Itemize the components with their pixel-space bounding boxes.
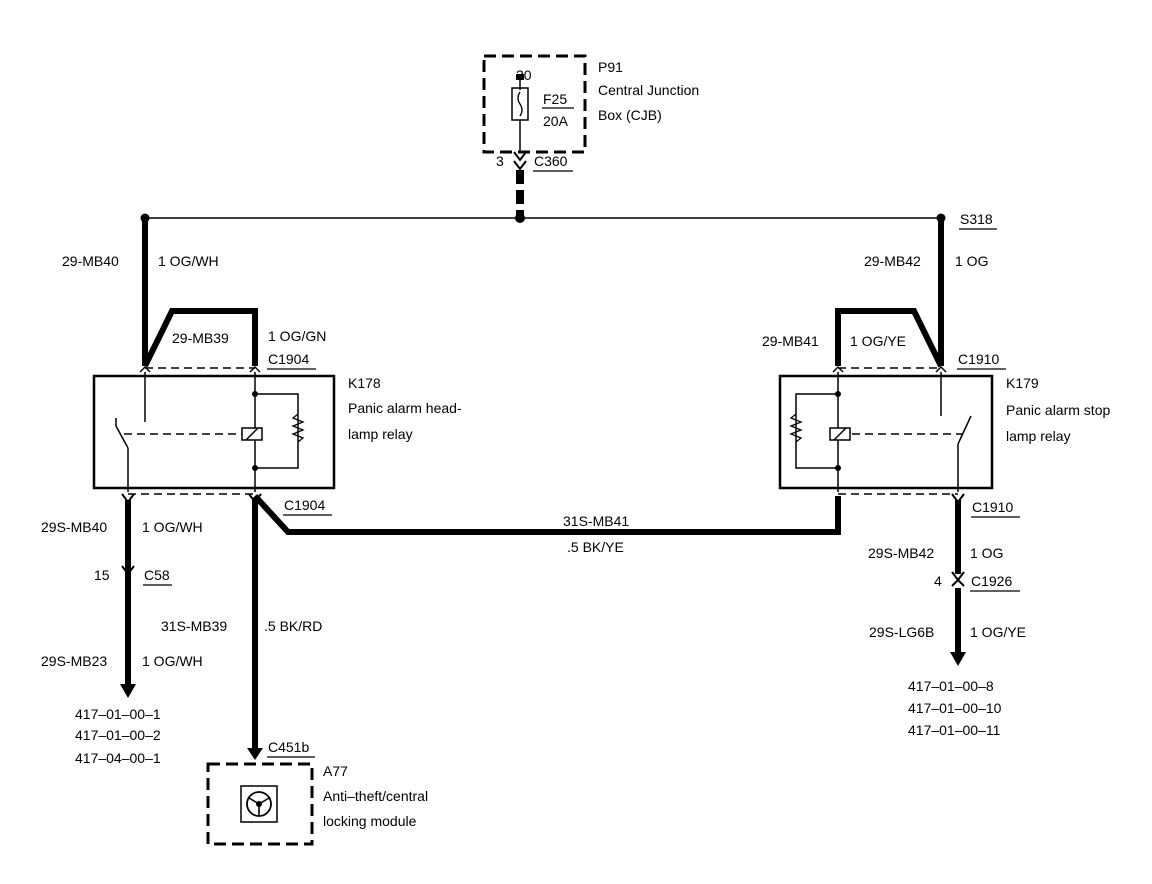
k179-resistor (789, 413, 803, 443)
right-feed-wire-color: 1 OG (955, 253, 988, 269)
splice-bus: S318 (140, 211, 997, 230)
k178-name-line1: Panic alarm head- (348, 400, 462, 416)
right-out-connector: C1926 (971, 573, 1012, 589)
cjb-name-line1: Central Junction (598, 82, 699, 98)
k179-coil (829, 427, 851, 441)
k178-connector-top: C1904 (268, 351, 309, 367)
k178-jumper-wire (142, 308, 258, 368)
left-out-connector: C58 (144, 567, 170, 583)
cjb-name-line2: Box (CJB) (598, 107, 662, 123)
k179-id: K179 (1006, 375, 1039, 391)
k178-box (92, 374, 336, 490)
right-ref-2[interactable]: 417–01–00–10 (908, 700, 1002, 716)
left-ref-1[interactable]: 417–01–00–1 (75, 706, 161, 722)
steering-wheel-icon (246, 791, 272, 817)
k179-jumper-circuit: 29-MB41 (762, 333, 819, 349)
a77-id: A77 (323, 763, 348, 779)
cjb-outline (482, 54, 587, 154)
a77-name-line1: Anti–theft/central (323, 788, 428, 804)
right-feed-wire: 29-MB42 1 OG (864, 218, 988, 366)
left-feed-wire: 29-MB40 1 OG/WH (62, 218, 219, 366)
cross-link-circuit: 31S-MB41 (563, 513, 629, 529)
right-out-circuit2: 29S-LG6B (869, 624, 934, 640)
fuse-id-label: F25 (543, 91, 567, 107)
splice-id: S318 (960, 211, 993, 227)
relay-k179: 29-MB41 1 OG/YE C1910 K179 Panic alarm s… (762, 308, 1110, 518)
k178-jumper-circuit: 29-MB39 (172, 330, 229, 346)
mid-out-wire-color: .5 BK/RD (264, 618, 322, 634)
k178-jumper-wire-color: 1 OG/GN (268, 328, 326, 344)
k178-coil (241, 427, 263, 441)
splice-node-center (515, 213, 525, 223)
cross-link-wire-color: .5 BK/YE (567, 539, 624, 555)
right-ref-1[interactable]: 417–01–00–8 (908, 678, 994, 694)
left-out-circuit: 29S-MB40 (41, 519, 107, 535)
fuse-pin-label: 30 (516, 67, 532, 83)
k179-jumper-wire (835, 308, 944, 368)
k179-name-line1: Panic alarm stop (1006, 402, 1110, 418)
cross-link-wire: 31S-MB41 .5 BK/YE (252, 493, 841, 555)
middle-output-wire: 31S-MB39 .5 BK/RD C451b (161, 493, 322, 760)
a77-name-line2: locking module (323, 813, 417, 829)
left-ref-2[interactable]: 417–01–00–2 (75, 727, 161, 743)
k178-id: K178 (348, 375, 381, 391)
relay-k178: 29-MB39 1 OG/GN C1904 K178 Panic alarm h… (92, 308, 462, 516)
cjb-out-connector: C360 (534, 153, 568, 169)
module-a77: A77 Anti–theft/central locking module (206, 762, 428, 846)
right-out-circuit: 29S-MB42 (868, 545, 934, 561)
cjb-out-pin: 3 (496, 153, 504, 169)
mid-out-connector: C451b (268, 739, 309, 755)
left-feed-wire-color: 1 OG/WH (158, 253, 219, 269)
left-output-wire: 29S-MB40 1 OG/WH 15 C58 29S-MB23 1 OG/WH… (41, 493, 203, 766)
module-icon-frame (240, 785, 278, 823)
k179-connector-bottom: C1910 (972, 499, 1013, 515)
left-feed-circuit: 29-MB40 (62, 253, 119, 269)
left-ref-3[interactable]: 417–04–00–1 (75, 750, 161, 766)
a77-outline (206, 762, 314, 846)
central-junction-box: 30 F25 20A P91 Central Junction Box (CJB… (482, 54, 699, 172)
k178-name-line2: lamp relay (348, 426, 413, 442)
right-out-wire-color: 1 OG (970, 545, 1003, 561)
cjb-id: P91 (598, 59, 623, 75)
left-out-wire-color2: 1 OG/WH (142, 653, 203, 669)
right-feed-circuit: 29-MB42 (864, 253, 921, 269)
fuse-symbol (511, 74, 529, 152)
left-out-wire-color: 1 OG/WH (142, 519, 203, 535)
right-output-wire: 29S-MB42 1 OG 4 C1926 29S-LG6B 1 OG/YE 4… (868, 493, 1026, 738)
k179-box (778, 374, 994, 490)
k179-name-line2: lamp relay (1006, 428, 1071, 444)
mid-out-circuit: 31S-MB39 (161, 618, 227, 634)
right-out-pin: 4 (934, 573, 942, 589)
left-out-pin: 15 (94, 567, 110, 583)
right-out-wire-color2: 1 OG/YE (970, 624, 1026, 640)
fuse-rating-label: 20A (543, 113, 569, 129)
k179-jumper-wire-color: 1 OG/YE (850, 333, 906, 349)
left-out-circuit2: 29S-MB23 (41, 653, 107, 669)
k178-resistor (291, 413, 305, 443)
right-ref-3[interactable]: 417–01–00–11 (908, 722, 1001, 738)
k179-connector-top: C1910 (958, 351, 999, 367)
k178-connector-bottom: C1904 (284, 497, 325, 513)
